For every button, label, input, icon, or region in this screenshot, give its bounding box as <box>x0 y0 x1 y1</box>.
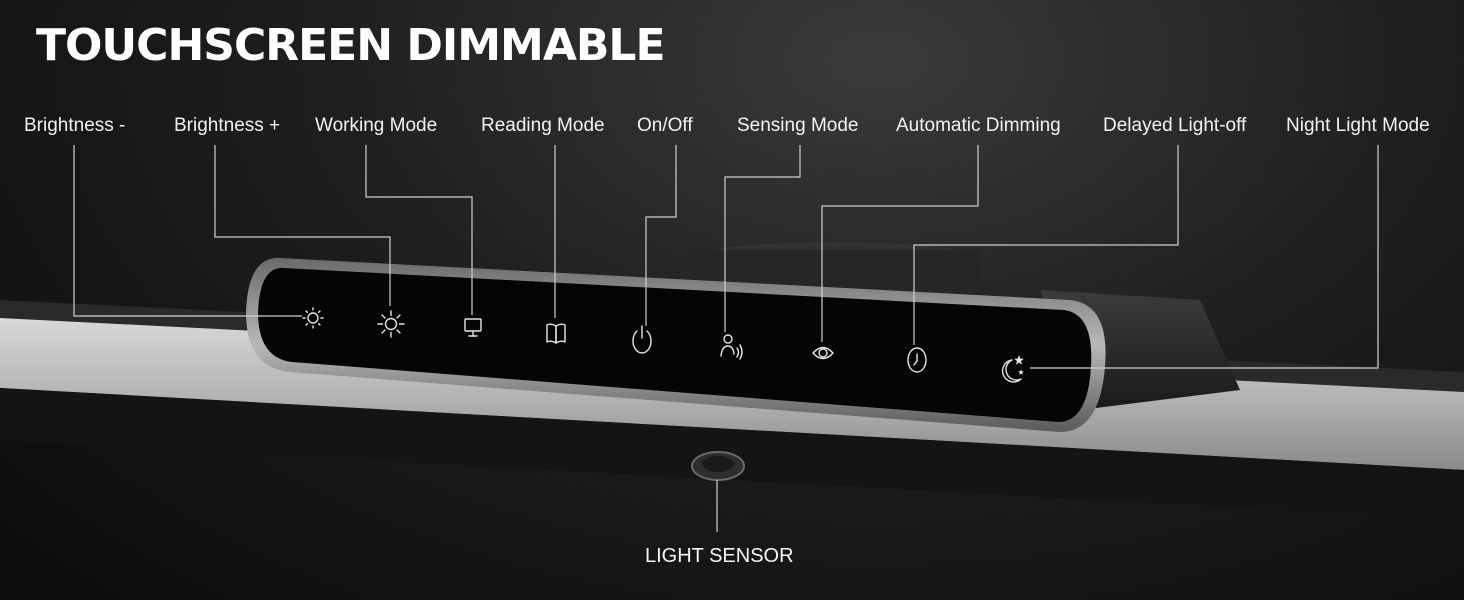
leader-sensing-mode <box>724 145 801 332</box>
label-working-mode: Working Mode <box>315 115 438 136</box>
monitor-icon[interactable] <box>464 318 482 337</box>
label-automatic-dimming: Automatic Dimming <box>896 115 1061 136</box>
touch-control-panel <box>246 257 1106 432</box>
person-sensing-icon[interactable] <box>720 334 743 360</box>
leader-on-off <box>645 145 677 326</box>
leader-automatic-dimming <box>821 145 979 342</box>
label-brightness-minus: Brightness - <box>24 115 126 136</box>
label-night-light-mode: Night Light Mode <box>1286 115 1430 136</box>
label-reading-mode: Reading Mode <box>481 115 605 136</box>
page-title: TOUCHSCREEN DIMMABLE <box>36 20 666 71</box>
eye-icon[interactable] <box>812 346 834 360</box>
leader-delayed-light-off <box>913 145 1179 345</box>
book-icon[interactable] <box>546 323 566 344</box>
label-sensing-mode: Sensing Mode <box>737 115 859 136</box>
sun-small-icon[interactable] <box>302 307 324 329</box>
sun-large-icon[interactable] <box>377 310 405 338</box>
label-delayed-light-off: Delayed Light-off <box>1103 115 1247 136</box>
label-light-sensor: LIGHT SENSOR <box>645 545 794 567</box>
light-sensor <box>691 451 745 481</box>
leader-working-mode <box>365 145 473 315</box>
leader-brightness-plus <box>214 145 391 306</box>
moon-star-icon[interactable] <box>1001 355 1024 383</box>
clock-icon[interactable] <box>907 347 927 373</box>
callout-leader-lines <box>73 145 1379 532</box>
label-on-off: On/Off <box>637 115 693 136</box>
power-icon[interactable] <box>632 325 652 354</box>
leader-brightness-minus <box>73 145 302 317</box>
leader-night-light-mode <box>1030 145 1379 369</box>
label-brightness-plus: Brightness + <box>174 115 281 136</box>
